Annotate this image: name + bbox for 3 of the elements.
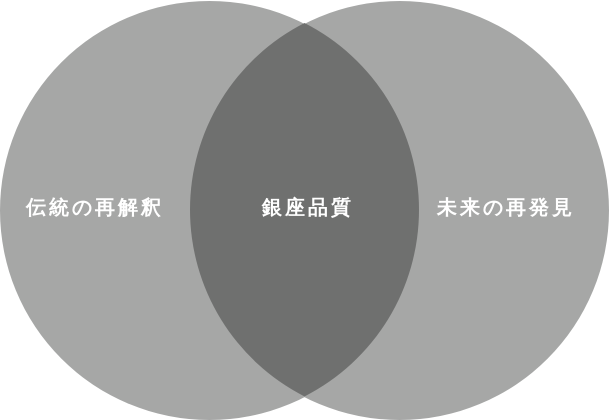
- set-label: 未来の再発見: [437, 195, 575, 219]
- overlap-label: 銀座品質: [262, 194, 354, 219]
- set-label: 伝統の再解釈: [26, 195, 164, 219]
